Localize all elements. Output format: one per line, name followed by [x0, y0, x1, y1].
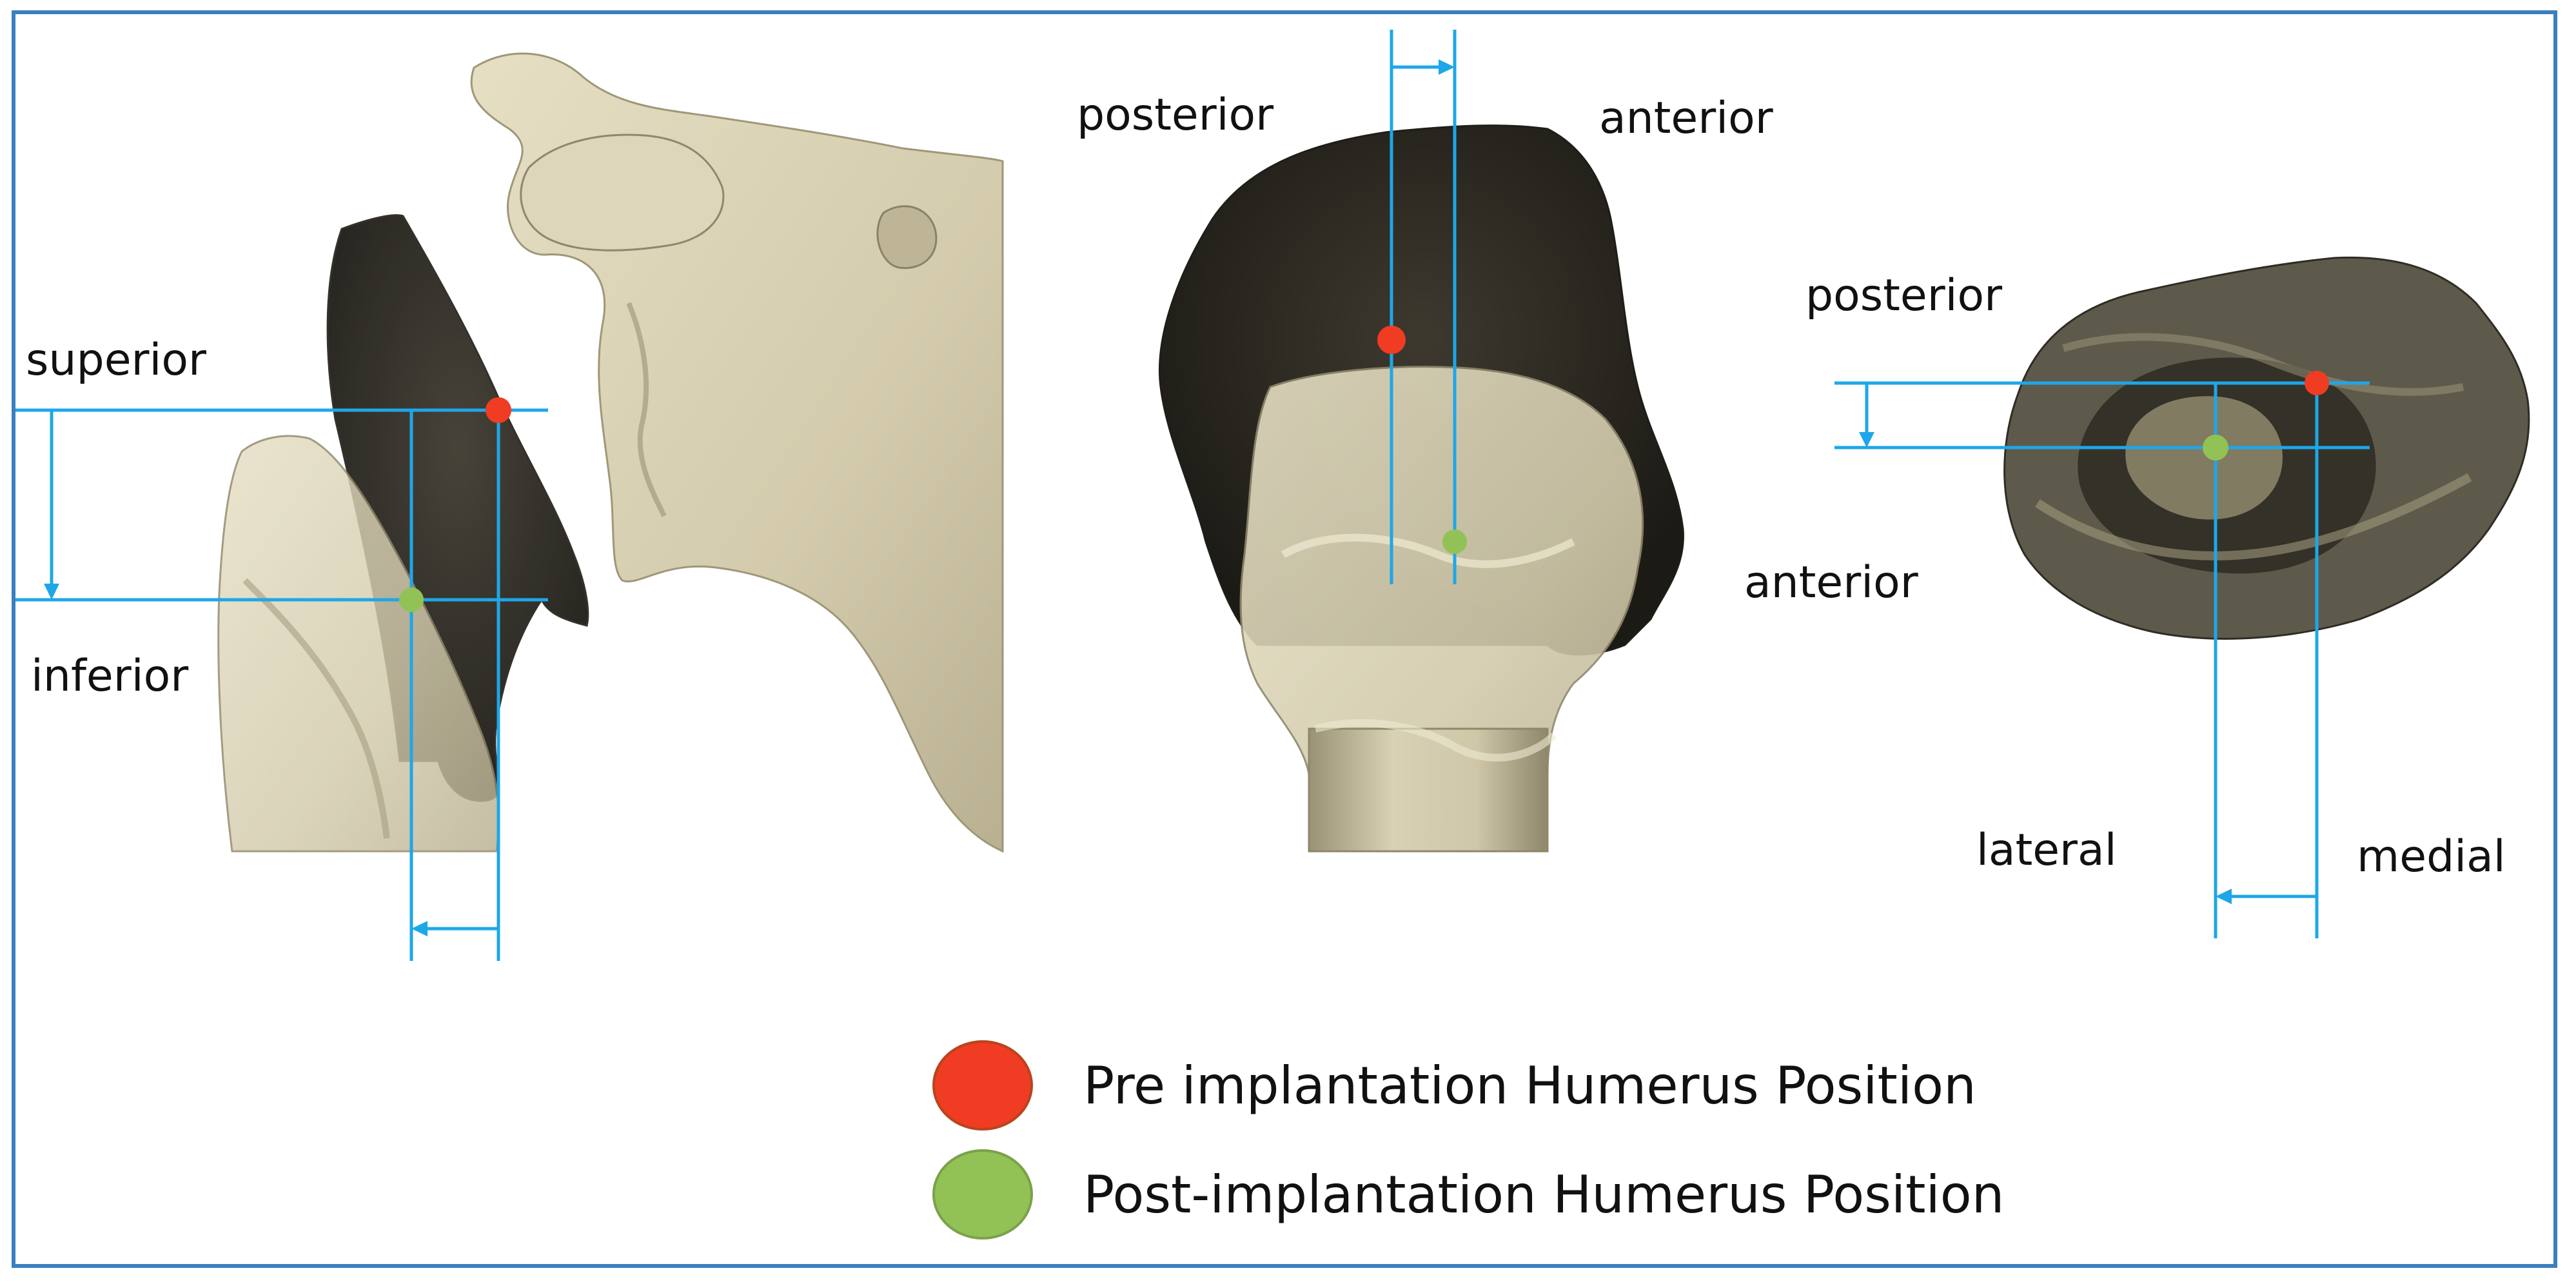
legend-pre-label: Pre implantation Humerus Position — [1083, 1056, 1976, 1116]
glenoid-rim — [626, 302, 667, 517]
figure-frame — [12, 10, 2557, 1268]
left-post-marker — [399, 588, 424, 612]
humerus-light-shape — [217, 435, 500, 853]
left-down-arrowhead — [44, 584, 59, 600]
humerus-ridge — [242, 578, 390, 839]
right-label-anterior: anterior — [1744, 557, 1918, 608]
axial-swirl-1 — [2035, 473, 2472, 560]
legend-pre-dot — [932, 1040, 1033, 1131]
left-pre-marker — [486, 397, 511, 423]
right-label-lateral: lateral — [1976, 825, 2117, 876]
left-leftward-arrowhead — [411, 921, 428, 936]
guide-lines — [15, 30, 2370, 961]
legend-markers — [932, 1040, 1033, 1240]
right-leftward-arrowhead — [2216, 889, 2232, 904]
right-down-arrowhead — [1859, 432, 1874, 448]
right-post-marker — [2203, 435, 2228, 460]
legend-post-dot — [932, 1149, 1033, 1240]
humeral-neck-contour — [1314, 719, 1557, 762]
humeral-shaft — [1308, 727, 1549, 853]
middle-rightward-arrowhead — [1439, 59, 1455, 75]
right-label-medial: medial — [2357, 831, 2506, 882]
humeral-head-contour — [1281, 533, 1575, 568]
middle-pre-marker — [1377, 326, 1406, 354]
right-label-posterior: posterior — [1805, 270, 2003, 321]
axial-swirl-2 — [2062, 333, 2464, 396]
position-markers — [399, 326, 2329, 612]
middle-label-posterior: posterior — [1077, 90, 1274, 141]
middle-label-anterior: anterior — [1599, 93, 1773, 144]
middle-post-marker — [1442, 529, 1467, 554]
scapula-shape — [470, 52, 1004, 853]
acromion-shape — [520, 133, 725, 252]
left-label-inferior: inferior — [31, 651, 189, 702]
left-label-superior: superior — [26, 335, 206, 386]
left-panel-bones — [217, 52, 1004, 853]
coracoid-notch — [876, 205, 938, 270]
right-pre-marker — [2305, 371, 2329, 395]
legend-post-label: Post-implantation Humerus Position — [1083, 1165, 2005, 1225]
axial-head-disc — [2125, 396, 2283, 520]
arrow-heads — [44, 59, 2232, 936]
middle-panel-bones — [1158, 124, 1684, 853]
